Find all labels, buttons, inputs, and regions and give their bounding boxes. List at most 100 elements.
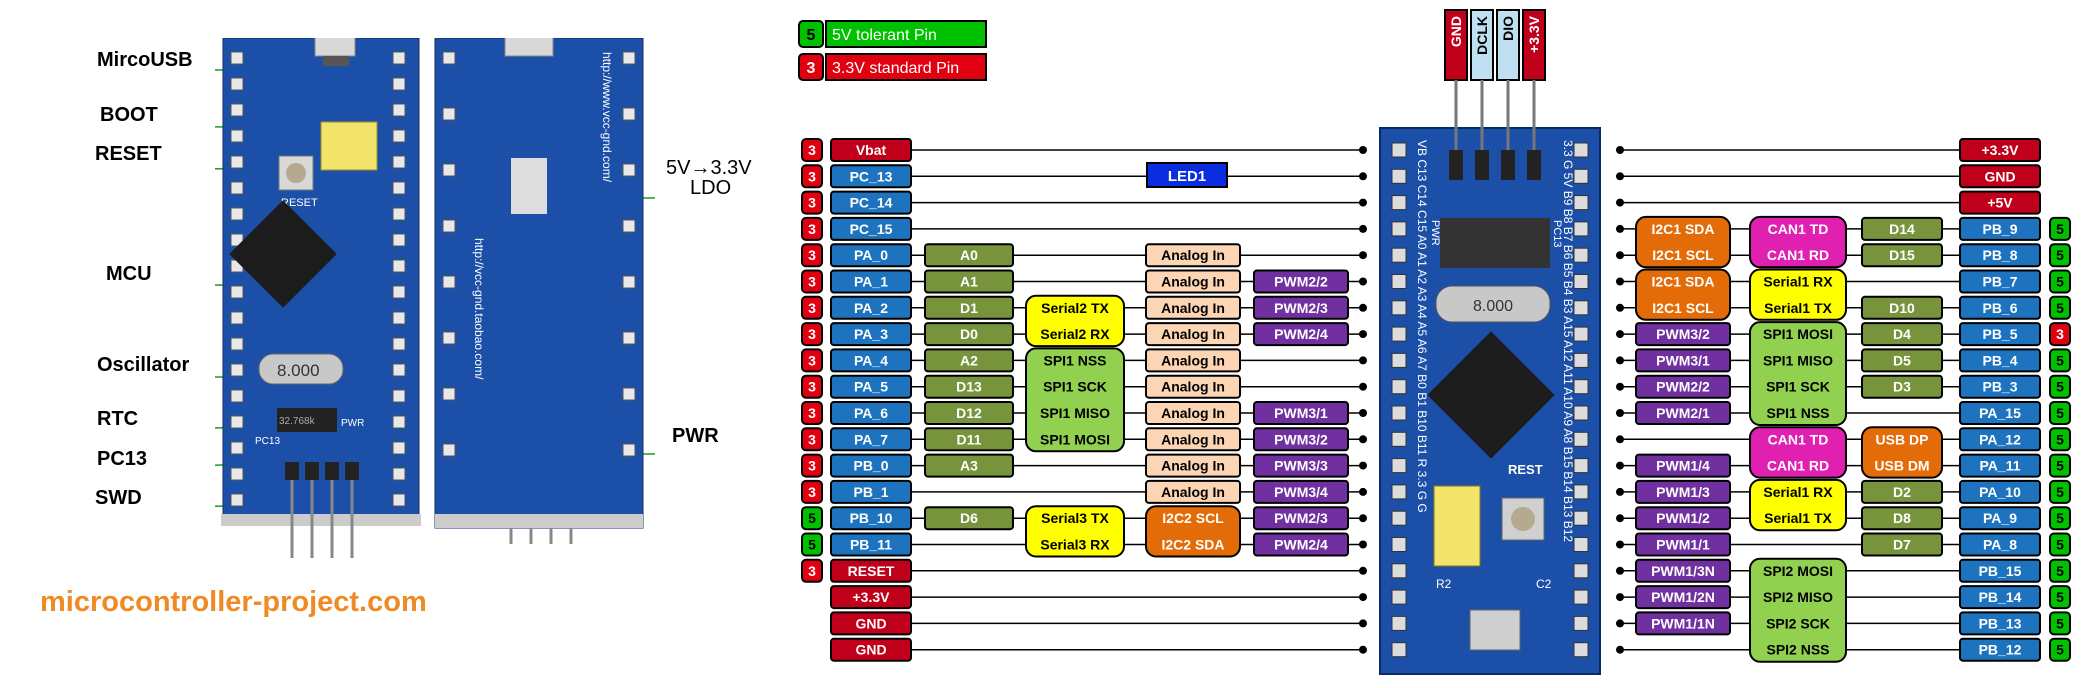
right-func-ard (1861, 322, 1943, 347)
left-pin-label: PA_2 (854, 300, 888, 316)
right-group-label: CAN1 RD (1767, 247, 1829, 263)
right-func-pwm (1635, 506, 1731, 531)
left-func-label: D12 (956, 405, 982, 421)
right-func-label: D2 (1893, 484, 1911, 500)
wire-right-dot (1616, 461, 1624, 470)
label-ldo-2: LDO (690, 177, 732, 199)
right-pin-pb4 (1959, 348, 2041, 373)
pcb-pad-right (1573, 142, 1589, 158)
left-pin-pb1 (830, 479, 912, 504)
left-func-label: PWM3/1 (1274, 405, 1328, 421)
right-func-ard (1861, 479, 1943, 504)
left-func-label: A0 (960, 247, 978, 263)
right-group-label: Serial1 RX (1763, 274, 1833, 290)
left-group-label: SPI1 SCK (1043, 379, 1107, 395)
right-group-label: USB DM (1874, 458, 1929, 474)
voltage-badge (2049, 374, 2071, 399)
right-func-pwm (1635, 479, 1731, 504)
wire-right-dot (1616, 146, 1624, 154)
voltage-badge (2049, 243, 2071, 268)
label-reset: RESET (95, 143, 162, 165)
left-pin-pc13 (830, 164, 912, 189)
voltage-badge-text: 3 (808, 352, 816, 368)
pcb-pad-right (1573, 589, 1589, 605)
pcb-pad-left (1391, 537, 1407, 552)
wire-left-dot (1359, 172, 1367, 181)
wire-right-dot (1616, 172, 1624, 181)
left-func-label: D11 (957, 431, 982, 447)
pcb-pad-left (1391, 458, 1407, 474)
label-pc13: PC13 (97, 448, 148, 470)
right-pin-label: PB_8 (1982, 247, 2017, 263)
pcb-pad-left (1391, 510, 1407, 526)
right-group-ser (1749, 268, 1847, 321)
right-func-label: PWM1/2N (1651, 589, 1715, 605)
voltage-badge-text: 5 (2056, 458, 2064, 474)
left-group-label: Serial3 TX (1041, 510, 1109, 526)
voltage-badge (801, 190, 823, 215)
right-group-ser (1749, 478, 1847, 532)
left-func-pwm (1253, 269, 1349, 294)
pcb-pad-left (1391, 352, 1407, 368)
left-func-label: PWM2/4 (1274, 326, 1328, 342)
left-func-pwm (1253, 295, 1349, 320)
voltage-badge (2049, 585, 2071, 610)
left-func-ain (1145, 295, 1241, 320)
right-func-ard (1861, 506, 1943, 531)
left-pin-label: PB_11 (850, 537, 892, 553)
pcb-pad-right (1573, 274, 1589, 289)
right-func-label: D10 (1889, 300, 1915, 316)
left-func-label: Analog In (1161, 300, 1225, 316)
right-pin-label: PA_9 (1983, 510, 2017, 526)
left-pin-label: PA_4 (854, 352, 888, 368)
legend-3v-box (825, 53, 987, 81)
legend: 5 5V tolerant Pin 3 3.3V standard Pin (798, 20, 987, 81)
wire-right-dot (1616, 330, 1624, 339)
right-func-label: D7 (1893, 537, 1911, 553)
pcb-pad-right (1573, 326, 1589, 342)
left-func-label: Analog In (1161, 352, 1225, 368)
right-func-pwm (1635, 374, 1731, 399)
left-group-label: SPI1 MISO (1040, 405, 1110, 421)
left-pin-pb10 (830, 506, 912, 531)
voltage-badge-text: 3 (808, 168, 816, 184)
swd-label-dio: DIO (1500, 16, 1516, 41)
right-func-label: PWM2/1 (1656, 405, 1710, 421)
board-front: RESET 8.000 32.768k PWR PC13 (221, 38, 421, 558)
left-func-label: Analog In (1161, 431, 1225, 447)
left-pin-label: PA_5 (854, 379, 888, 395)
voltage-badge (2049, 348, 2071, 373)
wire-left-dot (1359, 277, 1367, 286)
swd-label-dclk: DCLK (1474, 16, 1490, 55)
right-pin-pa10 (1959, 479, 2041, 504)
voltage-badge-text: 3 (808, 247, 816, 263)
voltage-badge-text: 5 (2056, 405, 2064, 421)
voltage-badge-text: 5 (2056, 247, 2064, 263)
swd-pin-housing (1501, 150, 1515, 180)
voltage-badge (801, 453, 823, 478)
right-group-label: SPI1 MISO (1763, 352, 1833, 368)
right-pin-label: PB_7 (1982, 274, 2017, 290)
left-pin-label: PA_6 (854, 405, 888, 421)
left-func-ain (1145, 269, 1241, 294)
voltage-badge (2049, 479, 2071, 504)
website-watermark: microcontroller-project.com (40, 586, 427, 618)
right-func-pwm (1635, 558, 1731, 583)
wire-left-dot (1359, 645, 1367, 654)
left-pin-gnd (830, 637, 912, 662)
left-group-ser (1025, 505, 1125, 558)
voltage-badge-text: 5 (2056, 431, 2064, 447)
left-pin-gnd (830, 611, 912, 636)
left-func-ard (924, 269, 1014, 294)
voltage-badge (801, 269, 823, 294)
pcb-pad-right (1573, 458, 1589, 474)
left-func-label: PWM2/2 (1274, 274, 1328, 290)
right-func-label: D14 (1889, 221, 1915, 237)
wire-left-dot (1359, 461, 1367, 470)
voltage-badge (2049, 322, 2071, 347)
wire-right-dot (1616, 251, 1624, 260)
pcb-reset-knob (1511, 507, 1535, 531)
left-func-label: D13 (956, 379, 982, 395)
wire-left-dot (1359, 487, 1367, 496)
